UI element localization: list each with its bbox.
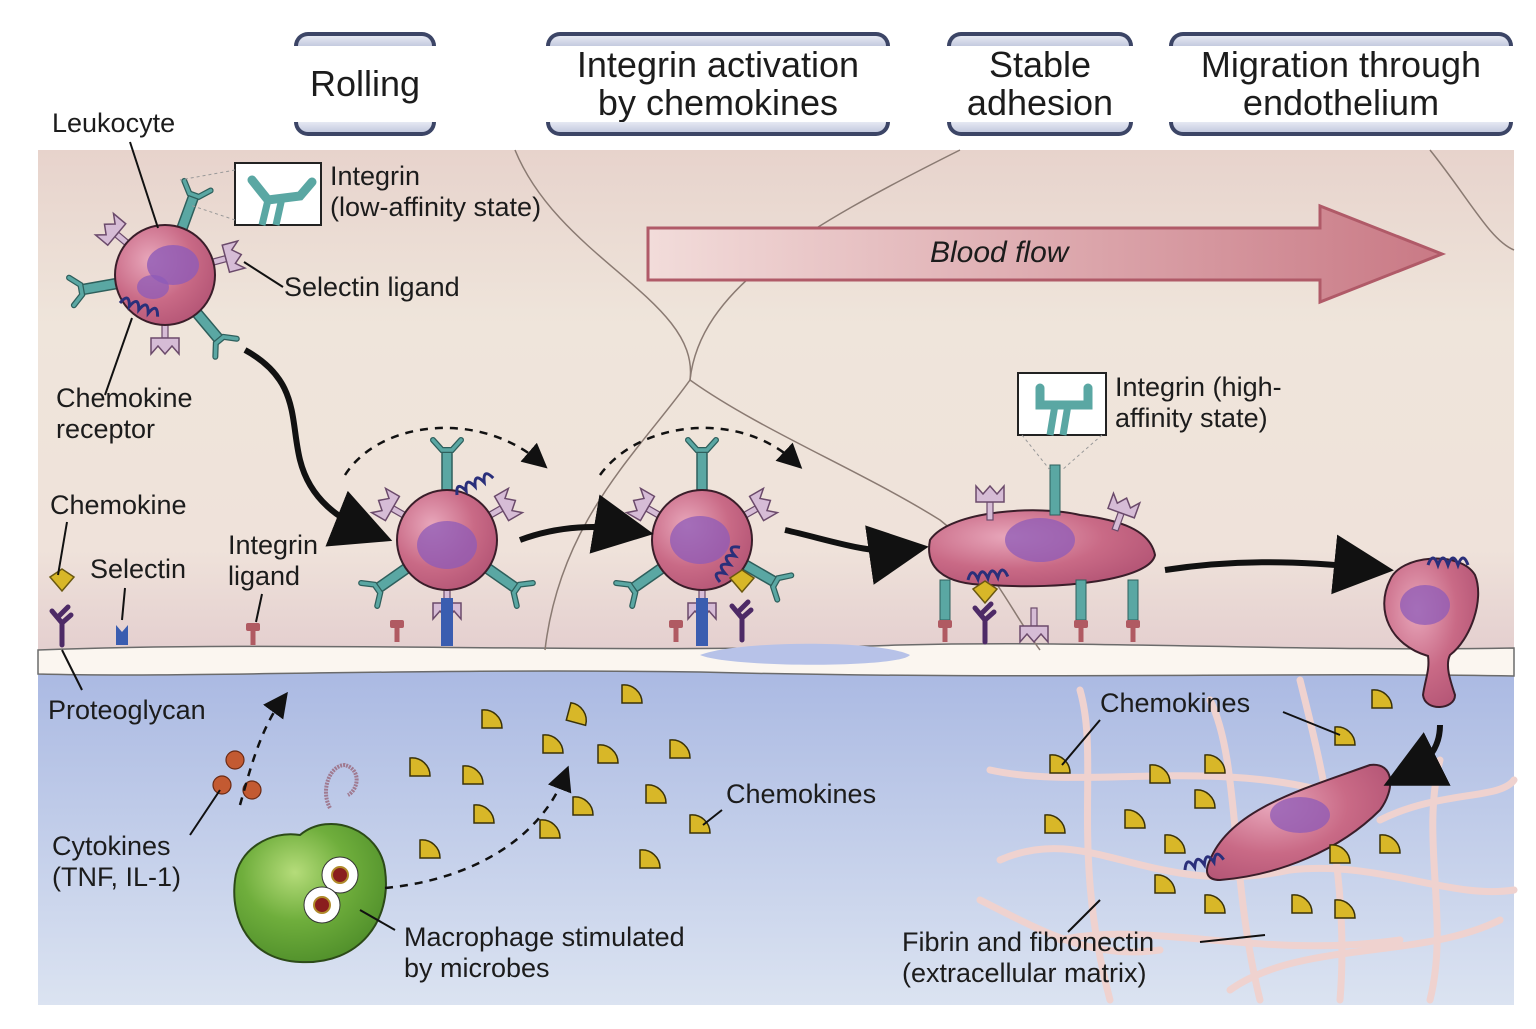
label-integrin-high-1: Integrin (high- xyxy=(1115,372,1282,402)
macrophage xyxy=(233,762,387,964)
blood-flow-label: Blood flow xyxy=(930,236,1069,269)
leader-lines xyxy=(57,141,1341,943)
selectin-legend-icon xyxy=(116,625,128,645)
stage-label: Rolling xyxy=(309,63,421,104)
stage-integrin-activation: Integrin activation by chemokines xyxy=(546,32,890,136)
label-chemokine-receptor-2: receptor xyxy=(56,414,156,444)
label-macrophage-2: by microbes xyxy=(404,953,550,983)
microbe xyxy=(303,856,359,924)
integrin-low-inset xyxy=(179,162,322,226)
label-integrin-high-2: affinity state) xyxy=(1115,403,1268,433)
label-integrin-ligand-2: ligand xyxy=(228,561,301,591)
cytokines xyxy=(212,750,262,800)
label-integrin-ligand-1: Integrin xyxy=(228,530,319,560)
leukocyte-adherent xyxy=(928,464,1157,643)
label-integrin-low-2: (low-affinity state) xyxy=(330,192,542,222)
integrin-high-inset xyxy=(1017,372,1107,471)
label-leukocyte: Leukocyte xyxy=(52,108,176,138)
label-integrin-low-1: Integrin xyxy=(330,161,421,191)
leukocyte-rolling xyxy=(361,440,533,620)
selectin xyxy=(696,598,708,646)
label-fibrin-1: Fibrin and fibronectin xyxy=(902,927,1155,957)
label-cytokines-1: Cytokines xyxy=(52,831,171,861)
leukocyte-free xyxy=(69,181,246,357)
label-cytokines-2: (TNF, IL-1) xyxy=(52,862,182,892)
stage-stable-adhesion: Stable adhesion xyxy=(947,32,1133,136)
label-macrophage-1: Macrophage stimulated xyxy=(404,922,685,952)
selectin xyxy=(441,598,453,646)
label-chemokine: Chemokine xyxy=(50,490,187,520)
label-proteoglycan: Proteoglycan xyxy=(48,695,206,725)
label-fibrin-2: (extracellular matrix) xyxy=(902,958,1147,988)
movement-arrows xyxy=(238,347,1451,890)
stage-label: Stable adhesion xyxy=(966,44,1114,123)
stage-migration: Migration through endothelium xyxy=(1169,32,1513,136)
cell-junction xyxy=(1429,149,1515,251)
endothelial-nucleus xyxy=(700,643,910,665)
label-chemokines-mid: Chemokines xyxy=(726,779,877,809)
label-selectin: Selectin xyxy=(90,554,187,584)
stage-rolling: Rolling xyxy=(294,32,436,136)
label-chemokines-right: Chemokines xyxy=(1100,688,1251,718)
blood-flow-arrow xyxy=(646,203,1447,305)
label-chemokine-receptor-1: Chemokine xyxy=(56,383,193,413)
stage-label: Integrin activation by chemokines xyxy=(576,44,860,123)
leukocyte-transmigrating xyxy=(1383,556,1480,708)
fibrin-matrix xyxy=(976,676,1518,1004)
label-selectin-ligand: Selectin ligand xyxy=(284,272,460,302)
leukocyte-in-tissue xyxy=(1181,763,1392,882)
stage-label: Migration through endothelium xyxy=(1200,44,1482,123)
